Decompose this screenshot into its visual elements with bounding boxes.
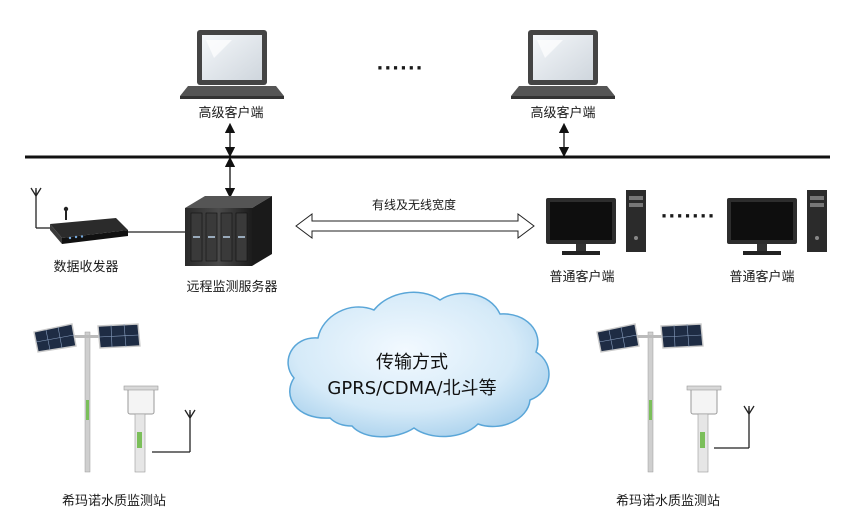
advanced-client-right-label: 高级客户端 [530,106,596,121]
advanced-client-left-label: 高级客户端 [198,106,264,121]
advanced-client-laptop-right-icon [511,30,615,99]
cloud-methods: GPRS/CDMA/北斗等 [327,378,497,399]
top-ellipsis: ······ [376,58,424,79]
data-transceiver-icon [30,187,128,244]
data-transceiver-label: 数据收发器 [53,260,119,275]
station-left-label: 希玛诺水质监测站 [61,494,167,509]
station-right-label: 希玛诺水质监测站 [615,494,721,509]
monitoring-station-left-icon [33,323,196,473]
advanced-client-laptop-left-icon [180,30,284,99]
remote-server-label: 远程监测服务器 [186,280,278,295]
remote-server-icon [185,196,272,266]
normal-client-pc-left-icon [546,190,646,255]
cloud-title: 传输方式 [376,352,448,373]
middle-ellipsis: ······· [660,206,716,227]
normal-client-pc-right-icon [727,190,827,255]
transmission-cloud-shape [287,291,550,438]
wired-wireless-link-arrow [295,213,535,239]
monitoring-station-right-icon [596,323,755,473]
normal-client-right-label: 普通客户端 [729,270,795,285]
normal-client-left-label: 普通客户端 [549,270,615,285]
wired-wireless-label: 有线及无线宽度 [371,198,457,212]
